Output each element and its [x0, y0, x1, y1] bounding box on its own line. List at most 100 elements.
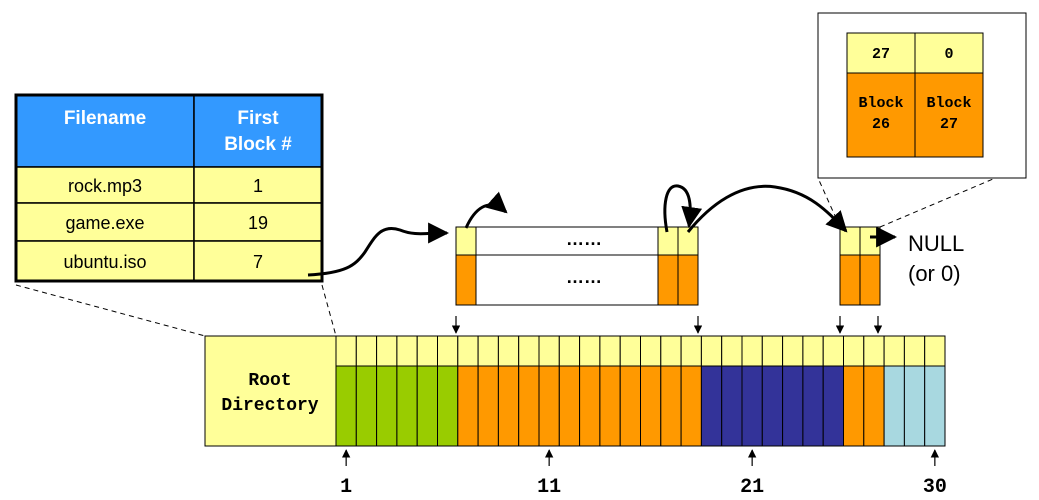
- disk-block-data-15: [619, 365, 642, 447]
- zoom-block-right-line1: Block: [926, 95, 971, 112]
- tick-label-11: 11: [537, 476, 561, 499]
- disk-block-data-1: [335, 365, 357, 447]
- link-arrow-block19-to-26: [686, 184, 848, 233]
- table-header-filename: Filename: [64, 108, 146, 129]
- table-header-first-line1: First: [237, 108, 279, 129]
- row-first-block: 1: [253, 176, 263, 196]
- disk-block-data-10: [518, 365, 540, 447]
- disk-block-pointer-16: [640, 335, 662, 367]
- root-label-line2: Directory: [221, 396, 318, 416]
- chain-to-disk-arrows: [451, 316, 883, 334]
- disk-block-data-28: [883, 365, 905, 447]
- chain-block-data: [455, 254, 477, 306]
- disk-block-pointer-30: [924, 335, 946, 367]
- disk-block-data-6: [437, 365, 459, 447]
- zoom-box: 27 0 Block 26 Block 27: [817, 12, 1027, 228]
- disk-block-pointer-13: [579, 335, 601, 367]
- disk-block-data-13: [579, 365, 601, 447]
- disk-block-data-16: [640, 365, 662, 447]
- tick-label-21: 21: [740, 476, 764, 499]
- row-filename: ubuntu.iso: [63, 252, 146, 272]
- disk-block-data-26: [843, 365, 865, 447]
- disk-block-pointer-12: [558, 335, 581, 367]
- chain-block-pointer: [859, 226, 881, 256]
- table-row: ubuntu.iso 7: [15, 240, 323, 282]
- table-zoom-line-right: [321, 284, 337, 337]
- zoom-pointer-cell-left: [846, 32, 916, 74]
- zoom-block-right-line2: 27: [940, 116, 958, 133]
- table-header-filename-cell: [15, 94, 195, 168]
- chain-block-data: [657, 254, 679, 306]
- disk-block-pointer-15: [619, 335, 642, 367]
- disk-block-data-19: [700, 365, 723, 447]
- row-filename: rock.mp3: [68, 176, 142, 196]
- link-arrow-block18-to-19: [663, 184, 703, 233]
- disk-block-data-14: [599, 365, 621, 447]
- disk-block-pointer-11: [538, 335, 560, 367]
- table-row: rock.mp3 1: [15, 166, 323, 204]
- zoom-pointer-left: 27: [872, 46, 890, 63]
- disk-block-pointer-7: [457, 335, 479, 367]
- tick-label-1: 1: [340, 476, 352, 499]
- chain-block-pointer: [839, 226, 861, 256]
- tick-label-30: 30: [923, 476, 947, 499]
- zoom-data-cell-left: [846, 72, 916, 158]
- disk-blocks: [335, 335, 946, 447]
- disk-block-data-12: [558, 365, 581, 447]
- disk-block-data-24: [802, 365, 824, 447]
- zoom-data-cell-right: [914, 72, 984, 158]
- disk-block-data-5: [416, 365, 439, 447]
- disk-block-data-21: [741, 365, 763, 447]
- table-header-first-block-cell: [193, 94, 323, 168]
- table-zoom-line-left: [15, 284, 206, 337]
- disk-block-pointer-24: [802, 335, 824, 367]
- disk-block-pointer-29: [903, 335, 926, 367]
- disk-block-pointer-1: [335, 335, 357, 367]
- table-row: game.exe 19: [15, 202, 323, 242]
- disk-block-data-22: [761, 365, 784, 447]
- chain-block-data: [859, 254, 881, 306]
- disk-block-data-7: [457, 365, 479, 447]
- chain-block-data: [839, 254, 861, 306]
- zoom-block-left-line1: Block: [858, 95, 903, 112]
- disk-block-pointer-18: [680, 335, 702, 367]
- disk-block-pointer-5: [416, 335, 439, 367]
- null-label: NULL: [908, 231, 964, 256]
- disk-block-data-29: [903, 365, 926, 447]
- disk-block-pointer-20: [721, 335, 743, 367]
- disk-block-data-27: [863, 365, 885, 447]
- zoom-pointer-right: 0: [944, 46, 953, 63]
- disk-block-data-4: [396, 365, 418, 447]
- chain-gap-bottom: [475, 254, 659, 306]
- disk-block-data-11: [538, 365, 560, 447]
- disk-block-pointer-23: [782, 335, 804, 367]
- disk-block-data-2: [355, 365, 378, 447]
- root-directory-block: [204, 335, 337, 447]
- row-first-block: 19: [248, 213, 268, 233]
- disk-block-data-23: [782, 365, 804, 447]
- row-filename: game.exe: [65, 213, 144, 233]
- disk-block-pointer-25: [822, 335, 845, 367]
- disk-block-data-20: [721, 365, 743, 447]
- link-arrow-table-to-first-block: [307, 222, 450, 277]
- disk-block-data-8: [477, 365, 499, 447]
- disk-block-pointer-6: [437, 335, 459, 367]
- table-header-first-line2: Block #: [224, 134, 292, 155]
- chain-dots-bottom: ……: [566, 267, 602, 287]
- disk-block-data-25: [822, 365, 845, 447]
- disk-block-pointer-26: [843, 335, 865, 367]
- table-border: [14, 93, 324, 283]
- zoom-pointer-cell-right: [914, 32, 984, 74]
- disk-block-data-17: [660, 365, 682, 447]
- disk-block-pointer-27: [863, 335, 885, 367]
- chain-block-pointer: [455, 226, 477, 256]
- disk-block-pointer-4: [396, 335, 418, 367]
- disk-block-pointer-22: [761, 335, 784, 367]
- disk-block-pointer-19: [700, 335, 723, 367]
- disk-block-pointer-8: [477, 335, 499, 367]
- disk-block-pointer-9: [497, 335, 520, 367]
- disk-block-data-30: [924, 365, 946, 447]
- disk-block-data-3: [376, 365, 398, 447]
- disk-block-data-9: [497, 365, 520, 447]
